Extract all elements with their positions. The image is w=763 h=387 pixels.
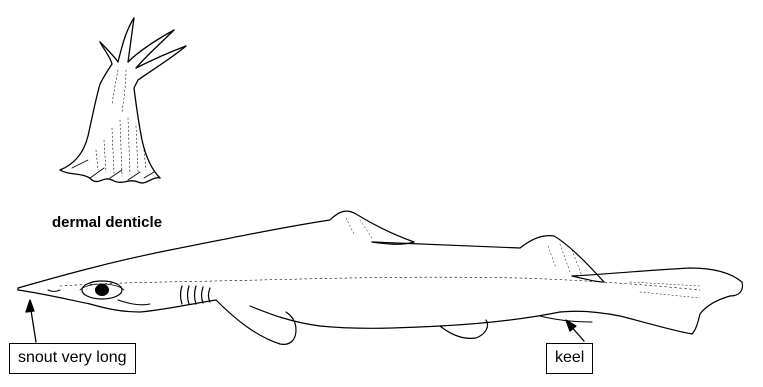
keel-label: keel	[546, 343, 593, 374]
shark-body-drawing	[18, 211, 743, 344]
snout-arrowhead	[26, 300, 34, 312]
dermal-denticle-drawing	[60, 18, 186, 183]
denticle-caption: dermal denticle	[52, 214, 162, 231]
snout-label: snout very long	[9, 343, 136, 374]
